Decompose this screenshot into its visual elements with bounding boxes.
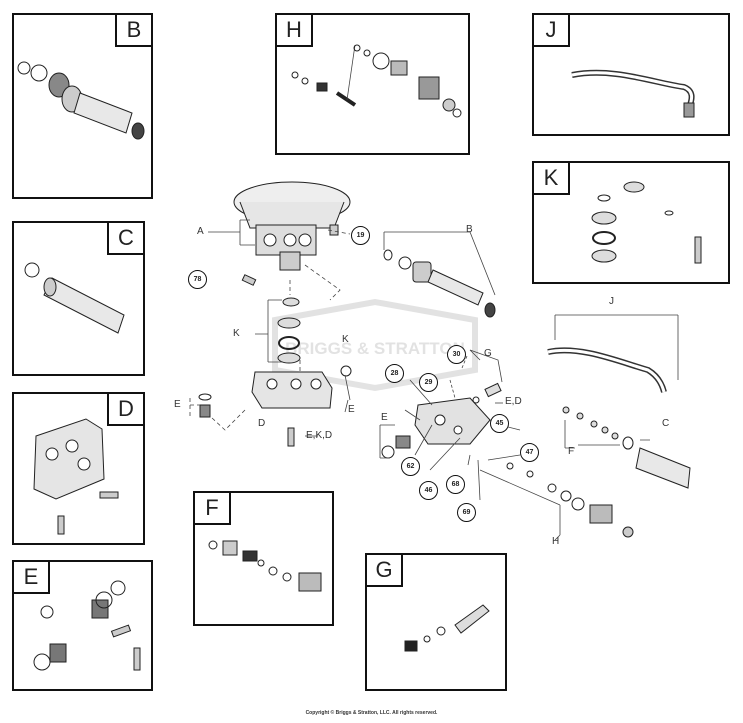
callout-j: J [609, 296, 614, 307]
panel-k: K [532, 161, 730, 284]
callout-b: B [466, 224, 473, 235]
watermark-text: BRIGGS & STRATTON [285, 339, 465, 358]
panel-c-tag: C [107, 223, 143, 255]
valve-stack [277, 297, 301, 364]
callout-d: D [258, 418, 266, 429]
panel-k-tag: K [534, 163, 570, 195]
panel-b-parts [17, 61, 145, 140]
copyright-notice: Copyright © Briggs & Stratton, LLC. All … [305, 710, 438, 716]
callout-f: F [568, 446, 575, 457]
panel-d: D [12, 392, 145, 545]
part-number-47: 47 [520, 443, 539, 462]
panel-b: B [12, 13, 153, 199]
callout-c: C [662, 418, 670, 429]
callout-e-right: E [381, 412, 388, 423]
pump-head-assembly [233, 181, 351, 271]
g-fitting-main [472, 382, 502, 404]
watermark-logo: BRIGGS & STRATTON [272, 298, 478, 392]
callout-h: H [552, 536, 560, 547]
e-plugs-main [198, 365, 411, 459]
callout-a: A [197, 226, 204, 237]
panel-f: F [193, 491, 334, 626]
part-number-69: 69 [457, 503, 476, 522]
part-number-68: 68 [446, 475, 465, 494]
part-number-30: 30 [447, 345, 466, 364]
panel-h-tag: H [277, 15, 313, 47]
panel-e-tag: E [14, 562, 50, 594]
part-number-19: 19 [351, 226, 370, 245]
panel-d-tag: D [107, 394, 143, 426]
panel-e-parts [33, 580, 141, 671]
callout-g: G [484, 348, 492, 359]
panel-j: J [532, 13, 730, 136]
tube-b-main [383, 249, 496, 318]
f-parts-row [562, 406, 619, 440]
discharge-manifold [414, 397, 491, 445]
callout-k-left: K [233, 328, 240, 339]
panel-e: E [12, 560, 153, 691]
callout-e-left: E [174, 399, 181, 410]
panel-f-parts [208, 540, 322, 592]
panel-j-parts [571, 69, 695, 118]
tube-c-main [622, 436, 691, 489]
callout-ekd: E,K,D [306, 430, 333, 441]
callout-ed: E,D [505, 396, 522, 407]
part-number-62: 62 [401, 457, 420, 476]
panel-g-tag: G [367, 555, 403, 587]
part-number-78: 78 [188, 270, 207, 289]
panel-h-parts [291, 44, 462, 118]
panel-c-parts [24, 262, 125, 334]
panel-k-parts [591, 181, 702, 264]
leader-lines [189, 219, 679, 541]
panel-c: C [12, 221, 145, 376]
panel-g-parts [404, 604, 490, 652]
manifold-center [251, 371, 333, 409]
panel-b-tag: B [115, 15, 151, 47]
panel-f-tag: F [195, 493, 231, 525]
h-parts-row [506, 462, 634, 538]
panel-g: G [365, 553, 507, 691]
part-number-46: 46 [419, 481, 438, 500]
part-number-45: 45 [490, 414, 509, 433]
panel-h: H [275, 13, 470, 155]
panel-j-tag: J [534, 15, 570, 47]
panel-d-parts [33, 418, 119, 535]
bolts [241, 224, 339, 447]
callout-k-right: K [342, 334, 349, 345]
callout-e-center: E [348, 404, 355, 415]
part-number-28: 28 [385, 364, 404, 383]
part-number-29: 29 [419, 373, 438, 392]
